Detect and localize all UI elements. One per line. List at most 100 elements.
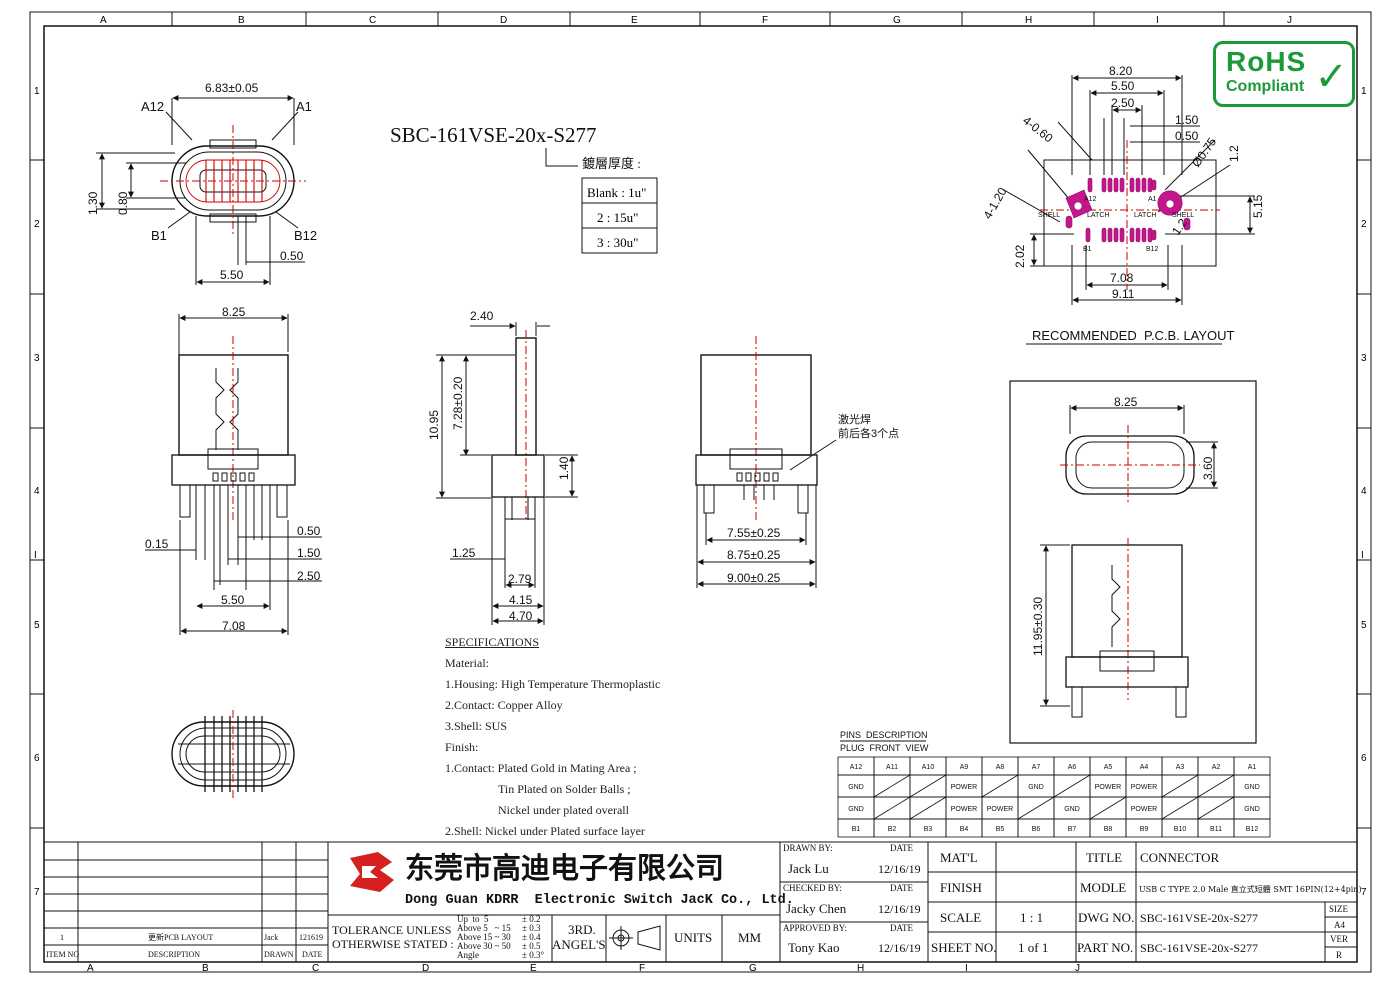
laser-note-1: 激光焊 xyxy=(838,412,871,426)
pin-cell: A7 xyxy=(1032,764,1041,771)
finish-label: FINISH xyxy=(940,880,982,895)
pcb-dim-4-1-20: 4-1.20 xyxy=(980,185,1009,222)
frame-row-label-left: 7 xyxy=(34,887,40,898)
approved-by: Tony Kao xyxy=(788,940,839,955)
rev-hdr-drawn: DRAWN xyxy=(264,950,294,959)
frame-col-label-bottom: J xyxy=(1075,963,1080,974)
tol-val-1: ± 0.3 xyxy=(522,923,541,933)
tol-range-4: Angle xyxy=(457,950,479,960)
frame-row-label-right: 7 xyxy=(1361,887,1367,898)
rev-hdr-desc: DESCRIPTION xyxy=(148,950,200,959)
ver-value: R xyxy=(1336,950,1342,960)
title-block-text: 东莞市高迪电子有限公司 Dong Guan KDRR Electronic Sw… xyxy=(46,843,1362,960)
specifications: SPECIFICATIONS Material: 1.Housing: High… xyxy=(445,632,660,842)
dim-1-25: 1.25 xyxy=(452,546,476,560)
tol-range-3: Above 30 ~ 50 xyxy=(457,941,511,951)
tol-val-4: ± 0.3° xyxy=(522,950,544,960)
pcb-layout xyxy=(1003,75,1255,345)
front-view xyxy=(145,314,322,635)
projection-symbol xyxy=(609,925,661,951)
spec-line: 1.Housing: High Temperature Thermoplasti… xyxy=(445,677,661,691)
plating-row-0: Blank : 1u" xyxy=(587,185,646,200)
pin-cell: B1 xyxy=(852,826,861,833)
spec-line: 2.Shell: Nickel under Plated surface lay… xyxy=(445,824,645,838)
angle-label-1: 3RD. xyxy=(568,922,596,937)
pcb-dim-8-20: 8.20 xyxy=(1109,64,1133,78)
tol-val-0: ± 0.2 xyxy=(522,914,540,924)
top-view xyxy=(96,95,306,285)
frame-col-label-bottom: F xyxy=(639,963,645,974)
frame-row-label-left: 1 xyxy=(34,86,40,97)
pin-cell: POWER xyxy=(987,806,1013,813)
pin-cell: B12 xyxy=(1246,826,1259,833)
rohs-text: RoHS xyxy=(1226,46,1307,77)
rev-drawn: Jack xyxy=(264,933,278,942)
check-icon: ✓ xyxy=(1314,55,1348,99)
units-value: MM xyxy=(738,930,762,945)
title-value: CONNECTOR xyxy=(1140,850,1220,865)
frame-col-label: E xyxy=(631,15,638,26)
pcb-pads xyxy=(1065,177,1191,243)
pcb-dim-7-08: 7.08 xyxy=(1110,271,1134,285)
pin-cell: A1 xyxy=(1248,764,1257,771)
pin-cell: A6 xyxy=(1068,764,1077,771)
pcb-labels: 8.20 5.50 2.50 1.50 0.50 4-0.60 4-1.20 Ø… xyxy=(980,64,1265,343)
pin-cell: B8 xyxy=(1104,826,1113,833)
dim-0-50: 0.50 xyxy=(280,249,304,263)
pcb-label-a12: A12 xyxy=(1084,196,1097,203)
date-label-1: DATE xyxy=(890,843,913,853)
tol-range-1: Above 5 ~ 15 xyxy=(457,923,511,933)
outer-frame xyxy=(29,11,1372,973)
model-label: MODLE xyxy=(1080,880,1126,895)
pin-cell: POWER xyxy=(1131,784,1157,791)
pin-cell: POWER xyxy=(1131,806,1157,813)
frame-col-label-bottom: B xyxy=(202,963,209,974)
spec-title: SPECIFICATIONS xyxy=(445,635,540,649)
pin-cell: GND xyxy=(848,806,864,813)
pcb-dim-1-2-a: 1.2 xyxy=(1227,145,1241,162)
pcb-label-shell-left: SHELL xyxy=(1038,212,1060,219)
date-3: 12/16/19 xyxy=(878,941,921,955)
frame-col-label: G xyxy=(893,15,901,26)
frame-ticks xyxy=(30,12,1371,829)
ver-label: VER xyxy=(1330,934,1348,944)
plug-inset-labels: 8.25 3.60 11.95±0.30 xyxy=(1031,395,1215,656)
scale-label: SCALE xyxy=(940,910,981,925)
frame-row-label-left: 4 xyxy=(34,486,40,497)
spec-line: Tin Plated on Solder Balls ; xyxy=(498,782,631,796)
dim-8-25-front: 8.25 xyxy=(222,305,246,319)
pin-cell: POWER xyxy=(1095,784,1121,791)
label-a1: A1 xyxy=(296,99,312,114)
size-label: SIZE xyxy=(1329,904,1349,914)
pins-title: PINS DESCRIPTION xyxy=(840,730,928,740)
frame-col-label: C xyxy=(369,15,376,26)
pin-cell: POWER xyxy=(951,806,977,813)
pin-cell: A3 xyxy=(1176,764,1185,771)
rohs-badge: RoHS Compliant ✓ xyxy=(1213,41,1355,107)
units-label: UNITS xyxy=(674,930,712,945)
frame-row-label-left: 6 xyxy=(34,753,40,764)
frame-row-label-right: 6 xyxy=(1361,753,1367,764)
dim-4-15: 4.15 xyxy=(509,593,533,607)
bottom-view xyxy=(171,710,295,800)
pcb-label-b12: B12 xyxy=(1146,246,1159,253)
pin-cell: GND xyxy=(1244,784,1260,791)
spec-line: 2.Contact: Copper Alloy xyxy=(445,698,563,712)
frame-row-label-right: 3 xyxy=(1361,353,1367,364)
dim-9-00: 9.00±0.25 xyxy=(727,571,781,585)
tol-label-2: OTHERWISE STATED : xyxy=(332,937,454,951)
dim-0-80: 0.80 xyxy=(116,191,130,215)
pcb-dim-5-50: 5.50 xyxy=(1111,79,1135,93)
frame-col-label: D xyxy=(500,15,507,26)
sheet-value: 1 of 1 xyxy=(1018,940,1048,955)
pin-cell: A4 xyxy=(1140,764,1149,771)
dim-2-40: 2.40 xyxy=(470,309,494,323)
spec-line: Finish: xyxy=(445,740,479,754)
rev-hdr-date: DATE xyxy=(302,950,323,959)
plating-label: 鍍層厚度 : xyxy=(582,156,641,171)
label-a12: A12 xyxy=(141,99,164,114)
laser-note-2: 前后各3个点 xyxy=(838,426,899,440)
side-view-labels: 2.40 10.95 7.28±0.20 1.40 1.25 2.79 4.15… xyxy=(427,309,571,623)
